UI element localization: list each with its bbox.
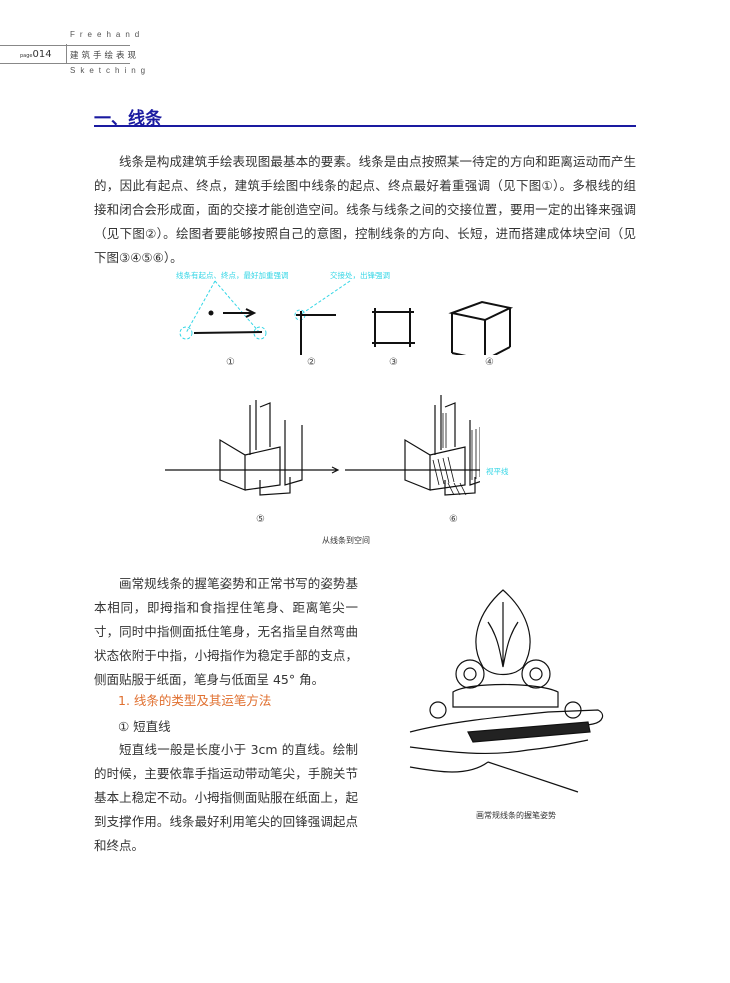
section-title: 一、线条 (94, 109, 162, 129)
header-rule-top (0, 45, 130, 46)
label-6: ⑥ (449, 514, 458, 525)
label-4: ④ (485, 357, 494, 368)
page-number: page014 (20, 49, 52, 60)
figure1-caption: 从线条到空间 (322, 536, 370, 545)
label-1: ① (226, 357, 235, 368)
annotation-endpoints: 线条有起点、终点，最好加重强调 (176, 271, 289, 280)
page-number-value: 014 (32, 49, 52, 60)
line-sketches-1-4 (179, 280, 514, 355)
subsection-title: 1. 线条的类型及其运笔方法 (118, 693, 272, 708)
header-english-top: Freehand (70, 30, 145, 39)
item-title: ① 短直线 (118, 719, 171, 734)
annotation-junction: 交接处，出锋强调 (330, 271, 390, 280)
posture-paragraph: 画常规线条的握笔姿势和正常书写的姿势基本相同，即拇指和食指捏住笔身、距离笔尖一寸… (94, 576, 358, 687)
hand-holding-pen-illustration (409, 589, 604, 793)
page-prefix: page (20, 53, 33, 59)
header-rule-bottom (0, 63, 130, 64)
label-3: ③ (389, 357, 398, 368)
intro-paragraph: 线条是构成建筑手绘表现图最基本的要素。线条是由点按照某一待定的方向和距离运动而产… (94, 154, 636, 265)
short-line-paragraph: 短直线一般是长度小于 3cm 的直线。绘制的时候，主要依靠手指运动带动笔尖，手腕… (94, 742, 358, 853)
section-underline (94, 125, 636, 127)
annotation-horizon: 视平线 (486, 467, 509, 476)
label-5: ⑤ (256, 514, 265, 525)
figure2-caption: 画常规线条的握笔姿势 (476, 811, 556, 820)
header-divider (66, 44, 67, 64)
header-english-bottom: Sketching (70, 66, 151, 75)
building-sketches-5-6 (165, 395, 480, 496)
book-title: 建筑手绘表现 (70, 51, 140, 61)
label-2: ② (307, 357, 316, 368)
